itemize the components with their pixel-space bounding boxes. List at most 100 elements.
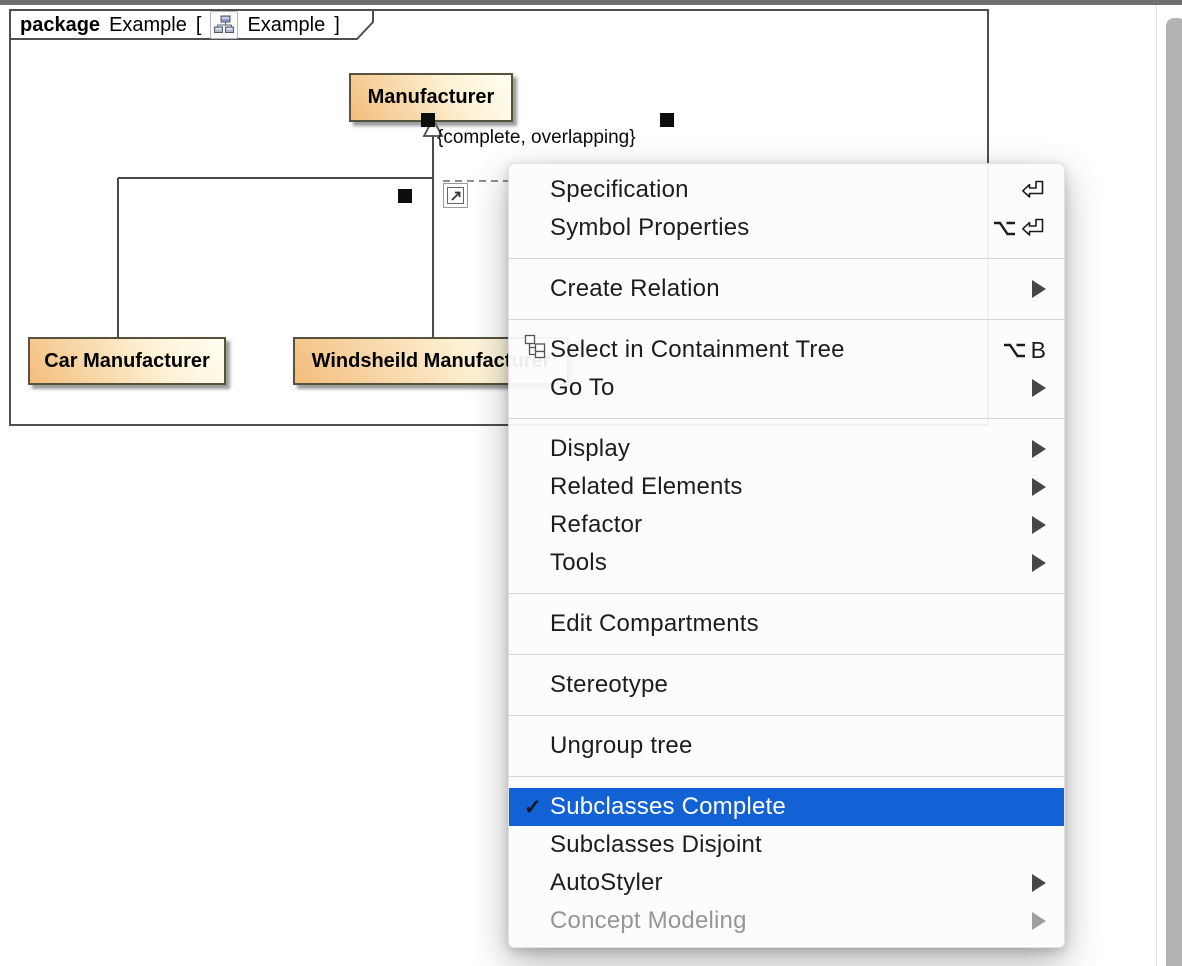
menu-item-right: [1024, 516, 1046, 534]
scrollbar-track-divider: [1156, 5, 1157, 966]
submenu-arrow-icon: [1032, 516, 1046, 534]
menu-item-right: [1024, 379, 1046, 397]
class-name: Windsheild Manufacturer: [311, 349, 551, 372]
menu-item-refactor[interactable]: Refactor: [509, 506, 1064, 544]
menu-item-gutter: [524, 902, 550, 940]
menu-item-right: [1024, 440, 1046, 458]
option-key-icon: [1003, 342, 1026, 359]
menu-item-go-to[interactable]: Go To: [509, 369, 1064, 407]
menu-item-gutter: [524, 430, 550, 468]
frame-bracket-open: [: [195, 13, 202, 36]
generalization-constraint-label: {complete, overlapping}: [437, 127, 636, 148]
menu-item-gutter: [524, 331, 550, 369]
menu-item-label: Select in Containment Tree: [550, 336, 845, 363]
menu-separator: [509, 418, 1064, 419]
menu-item-right: [1024, 478, 1046, 496]
menu-item-label: Refactor: [550, 511, 643, 538]
class-name: Car Manufacturer: [44, 349, 210, 372]
menu-item-subclasses-complete[interactable]: ✓Subclasses Complete: [509, 788, 1064, 826]
menu-item-right: B: [1003, 337, 1046, 364]
return-key-icon: [1021, 218, 1046, 239]
menu-item-gutter: [524, 826, 550, 864]
menu-item-gutter: [524, 727, 550, 765]
menu-item-edit-compartments[interactable]: Edit Compartments: [509, 605, 1064, 643]
menu-item-label: Go To: [550, 374, 615, 401]
top-border-bar: [0, 0, 1182, 5]
menu-separator: [509, 654, 1064, 655]
class-diagram-icon: [210, 11, 239, 39]
menu-item-label: Subclasses Complete: [550, 793, 786, 820]
menu-item-right: [1021, 180, 1046, 201]
menu-item-gutter: [524, 864, 550, 902]
menu-item-display[interactable]: Display: [509, 430, 1064, 468]
menu-item-create-relation[interactable]: Create Relation: [509, 270, 1064, 308]
menu-item-ungroup-tree[interactable]: Ungroup tree: [509, 727, 1064, 765]
submenu-arrow-icon: [1032, 440, 1046, 458]
option-key-icon: [993, 220, 1016, 237]
menu-item-gutter: [524, 468, 550, 506]
menu-item-tools[interactable]: Tools: [509, 544, 1064, 582]
menu-item-gutter: [524, 605, 550, 643]
menu-item-right: [993, 218, 1046, 239]
frame-header-tab[interactable]: [9, 9, 374, 40]
menu-item-label: Symbol Properties: [550, 214, 750, 241]
class-box-car-manufacturer[interactable]: Car Manufacturer: [28, 337, 226, 385]
selection-handle[interactable]: [421, 113, 435, 127]
menu-item-gutter: [524, 209, 550, 247]
menu-item-label: AutoStyler: [550, 869, 663, 896]
menu-item-label: Stereotype: [550, 671, 669, 698]
menu-item-select-in-containment-tree[interactable]: Select in Containment Tree B: [509, 331, 1064, 369]
menu-item-label: Related Elements: [550, 473, 743, 500]
menu-item-gutter: [524, 666, 550, 704]
menu-item-label: Edit Compartments: [550, 610, 759, 637]
menu-item-label: Concept Modeling: [550, 907, 747, 934]
menu-item-label: Specification: [550, 176, 689, 203]
menu-item-gutter: [524, 506, 550, 544]
generalization-triangle-arrowhead: [422, 117, 444, 137]
menu-item-right: [1024, 912, 1046, 930]
frame-package-name: Example: [109, 13, 187, 36]
selection-handle[interactable]: [398, 189, 412, 203]
menu-item-concept-modeling: Concept Modeling: [509, 902, 1064, 940]
shortcut-key: B: [1030, 336, 1046, 363]
menu-item-stereotype[interactable]: Stereotype: [509, 666, 1064, 704]
return-key-icon: [1021, 180, 1046, 201]
submenu-arrow-icon: [1032, 874, 1046, 892]
submenu-arrow-icon: [1032, 912, 1046, 930]
menu-separator: [509, 319, 1064, 320]
menu-item-symbol-properties[interactable]: Symbol Properties: [509, 209, 1064, 247]
menu-item-right: [1024, 874, 1046, 892]
menu-item-gutter: [524, 369, 550, 407]
menu-separator: [509, 593, 1064, 594]
menu-separator: [509, 776, 1064, 777]
submenu-arrow-icon: [1032, 379, 1046, 397]
containment-tree-icon: [524, 334, 549, 366]
menu-item-label: Create Relation: [550, 275, 720, 302]
frame-bracket-close: ]: [334, 13, 340, 36]
menu-item-label: Ungroup tree: [550, 732, 693, 759]
menu-item-subclasses-disjoint[interactable]: Subclasses Disjoint: [509, 826, 1064, 864]
submenu-arrow-icon: [1032, 478, 1046, 496]
north-east-arrow-icon: [447, 187, 464, 204]
menu-separator: [509, 715, 1064, 716]
class-name: Manufacturer: [367, 86, 495, 108]
menu-item-gutter: [524, 544, 550, 582]
menu-item-label: Tools: [550, 549, 608, 576]
vertical-scrollbar-thumb[interactable]: [1166, 18, 1182, 966]
menu-item-label: Display: [550, 435, 631, 462]
submenu-arrow-icon: [1032, 554, 1046, 572]
frame-keyword: package: [20, 13, 101, 36]
smart-manipulator-button[interactable]: [443, 183, 468, 208]
menu-item-right: [1024, 280, 1046, 298]
menu-item-label: Subclasses Disjoint: [550, 831, 762, 858]
menu-item-autostyler[interactable]: AutoStyler: [509, 864, 1064, 902]
submenu-arrow-icon: [1032, 280, 1046, 298]
frame-diagram-name: Example: [247, 13, 326, 36]
selection-handle[interactable]: [660, 113, 674, 127]
menu-item-specification[interactable]: Specification: [509, 171, 1064, 209]
menu-item-related-elements[interactable]: Related Elements: [509, 468, 1064, 506]
menu-item-gutter: ✓: [524, 788, 550, 826]
menu-item-right: [1024, 554, 1046, 572]
frame-header: package Example [ Example ]: [20, 11, 340, 39]
